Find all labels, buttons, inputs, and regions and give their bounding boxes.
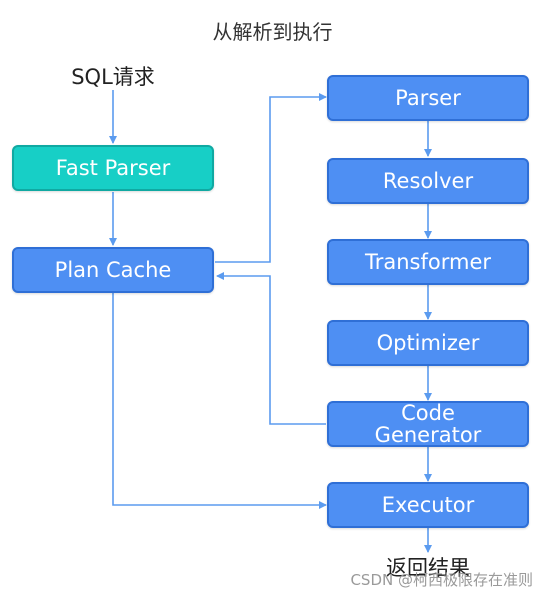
code-generator-label-line1: Code [401,400,455,425]
end-label: 返回结果 [386,556,470,580]
resolver-node: Resolver [327,158,529,204]
start-label: SQL请求 [71,65,155,89]
code-generator-label-line2: Generator [374,423,482,447]
fast-parser-label: Fast Parser [55,155,171,180]
arrow-plan-cache-to-parser [215,93,327,263]
plan-cache-node: Plan Cache [12,247,214,293]
resolver-label: Resolver [382,168,474,193]
optimizer-label: Optimizer [376,330,480,355]
executor-node: Executor [327,482,529,528]
transformer-label: Transformer [364,249,491,274]
diagram-title: 从解析到执行 [212,20,333,44]
code-generator-node: Code Generator [327,401,529,447]
arrow-plan-cache-to-executor [112,293,327,509]
plan-cache-label: Plan Cache [54,257,172,282]
executor-label: Executor [381,492,475,517]
transformer-node: Transformer [327,239,529,285]
watermark: CSDN @柯西极限存在准则 [350,571,533,589]
parser-node: Parser [327,75,529,121]
arrow-code-generator-to-plan-cache [216,272,326,425]
fast-parser-node: Fast Parser [12,145,214,191]
optimizer-node: Optimizer [327,320,529,366]
parser-label: Parser [395,85,461,110]
